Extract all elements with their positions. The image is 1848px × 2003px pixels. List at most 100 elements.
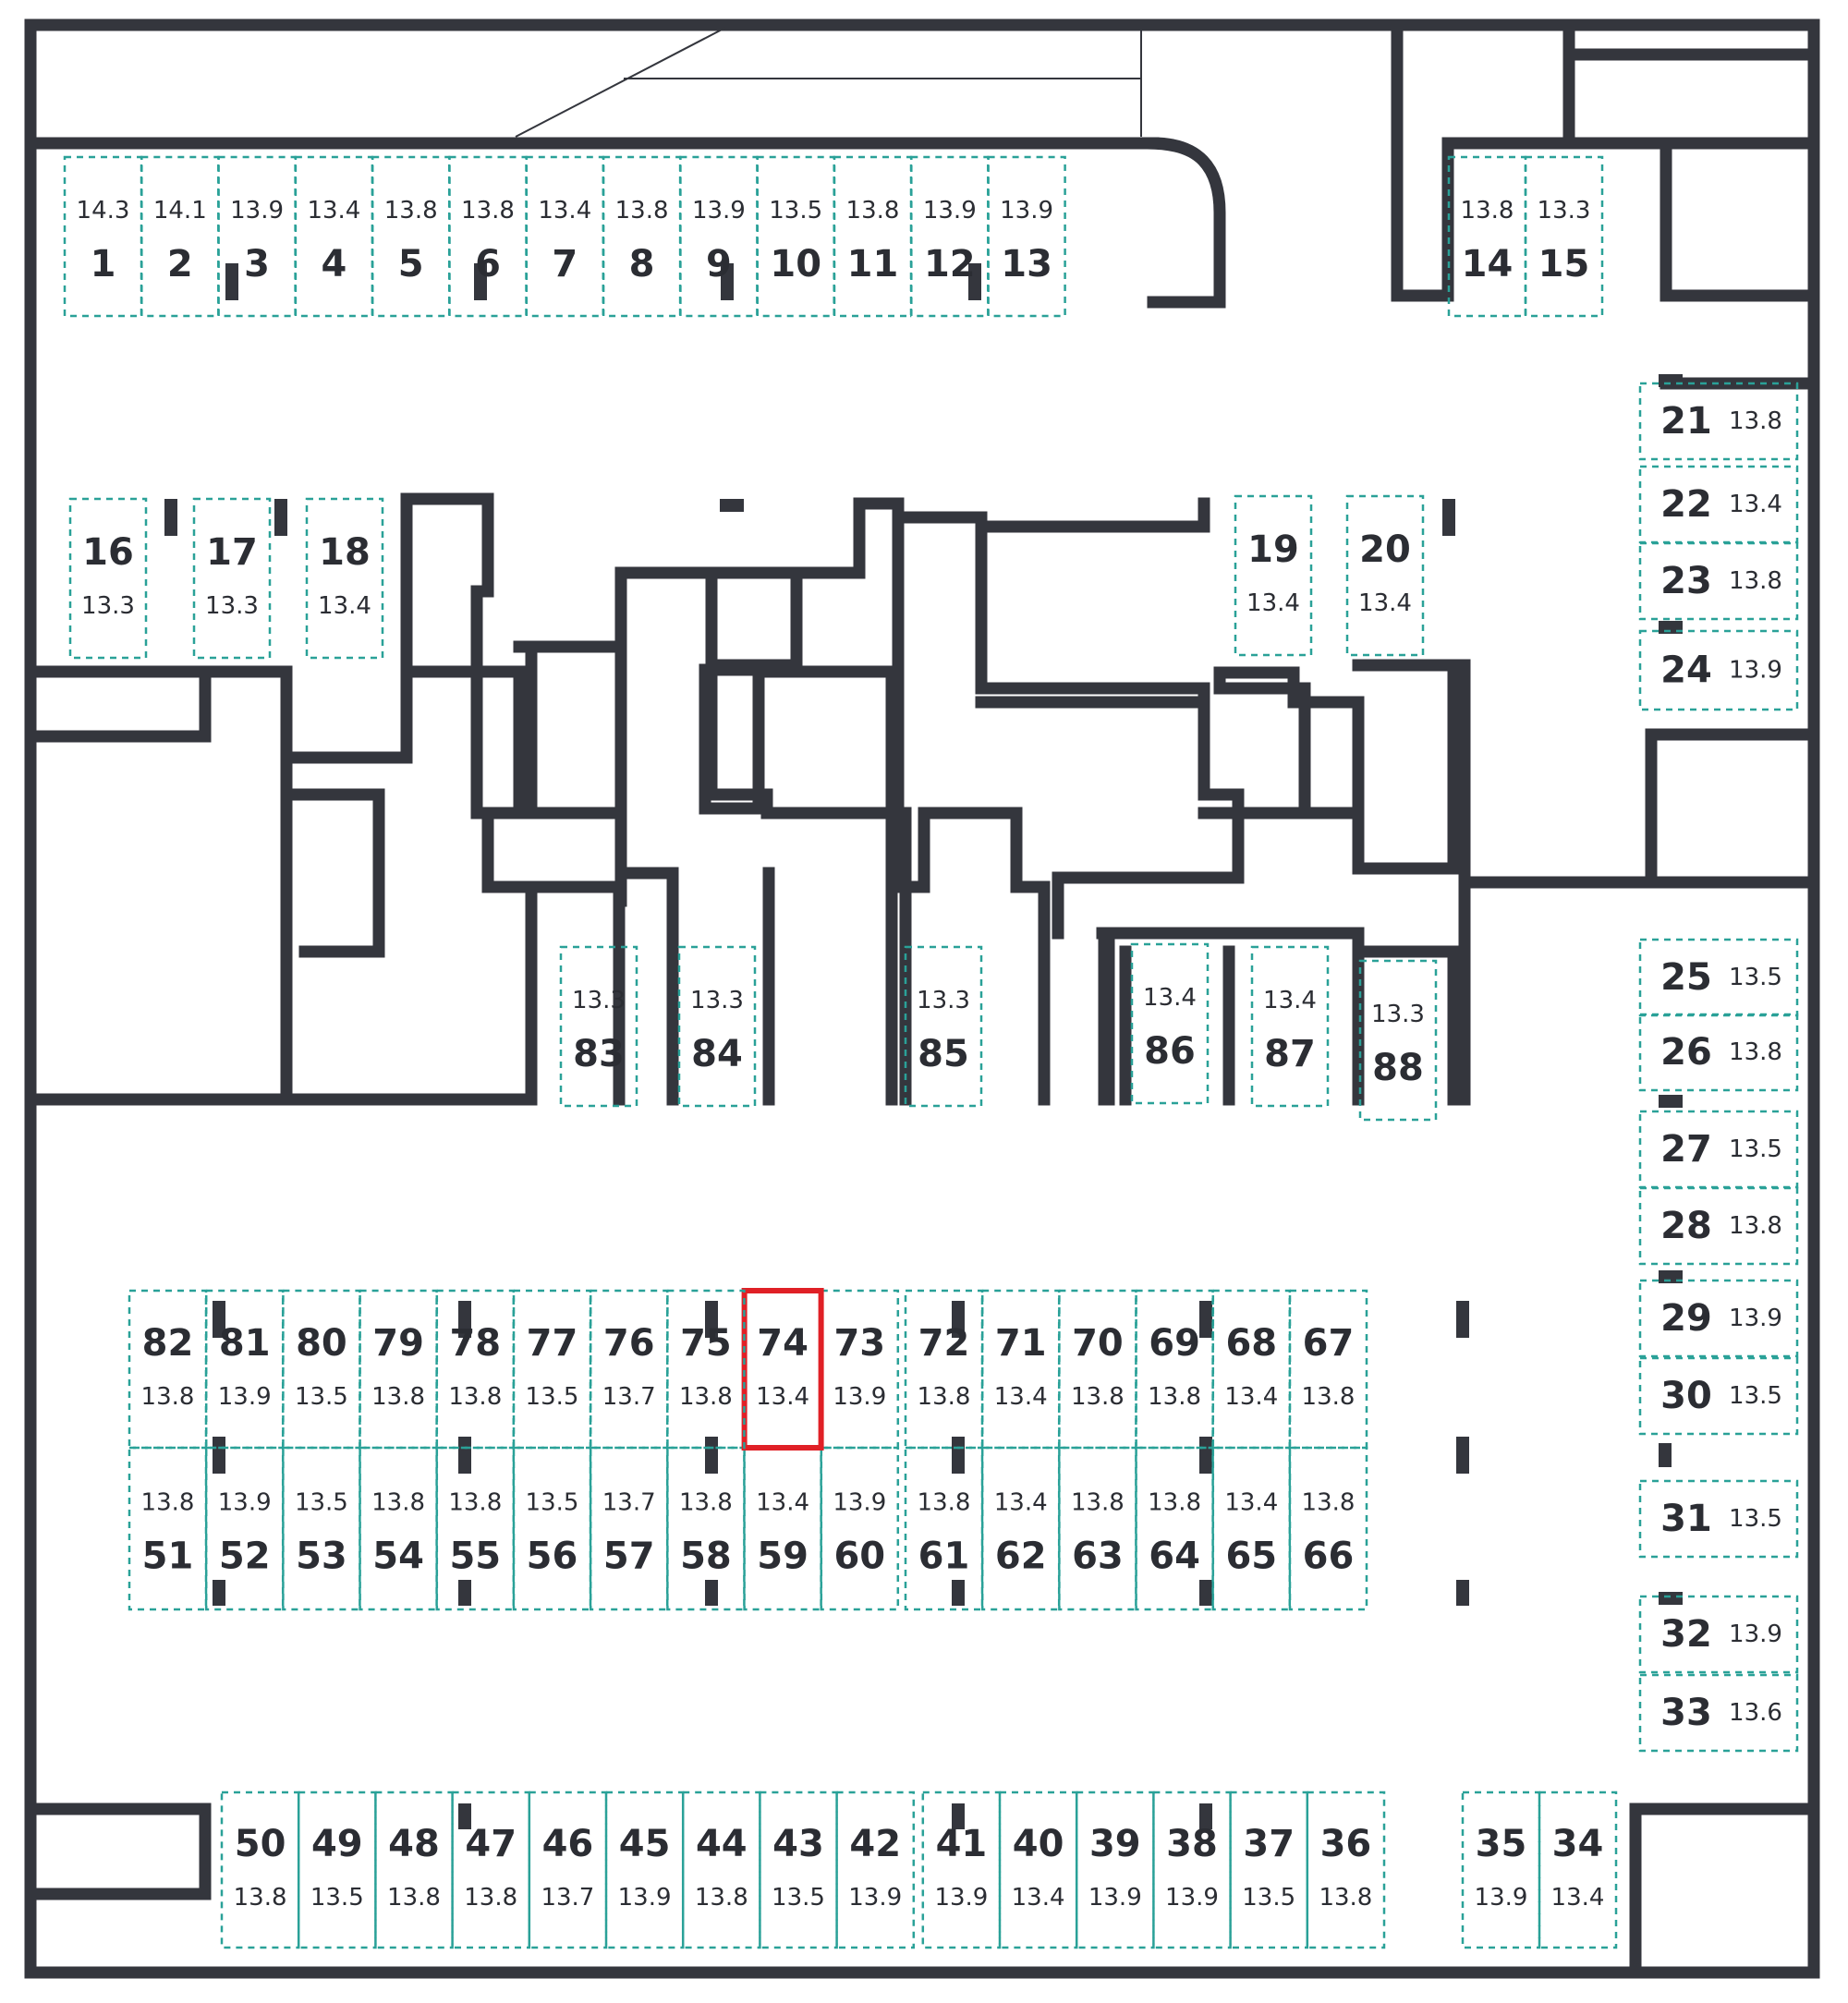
spot-number: 32 [1660, 1613, 1712, 1656]
spot-outline [512, 1289, 592, 1450]
parking-spot-1[interactable]: 114.3 [63, 155, 143, 318]
spot-outline [677, 945, 757, 1108]
parking-spot-3[interactable]: 313.9 [217, 155, 297, 318]
spot-area: 13.4 [1224, 1383, 1278, 1411]
spot-outline [666, 1289, 746, 1450]
parking-spot-6[interactable]: 613.8 [448, 155, 528, 318]
parking-spot-2[interactable]: 214.1 [140, 155, 220, 318]
parking-spot-9[interactable]: 913.9 [679, 155, 759, 318]
parking-spot-4[interactable]: 413.4 [294, 155, 374, 318]
spot-number: 59 [757, 1536, 808, 1578]
parking-spot-7[interactable]: 713.4 [525, 155, 605, 318]
spot-outline [451, 1791, 531, 1949]
parking-spot-5[interactable]: 513.8 [371, 155, 451, 318]
spot-outline [528, 1791, 608, 1949]
spot-outline [282, 1446, 361, 1611]
spot-outline [980, 1289, 1061, 1450]
spot-number: 38 [1166, 1823, 1218, 1865]
spot-number: 37 [1243, 1823, 1295, 1865]
parking-spot-8[interactable]: 813.8 [602, 155, 682, 318]
